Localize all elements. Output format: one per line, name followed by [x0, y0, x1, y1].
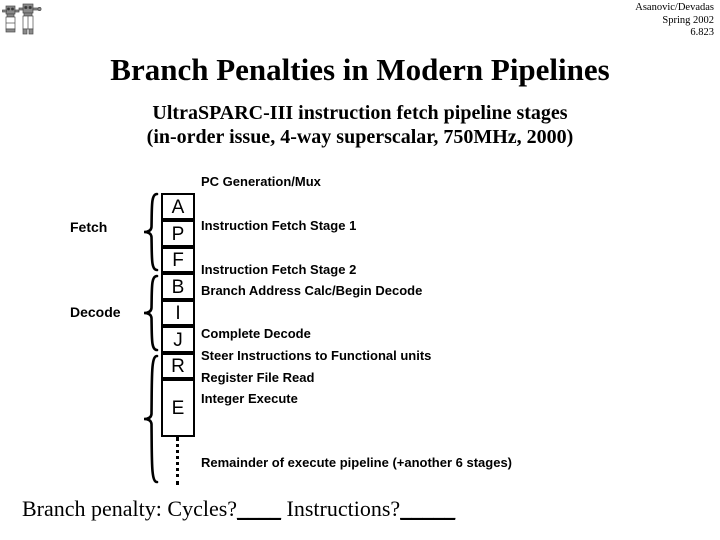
stage-description: Branch Address Calc/Begin Decode: [201, 283, 423, 298]
group-brace: [143, 274, 159, 352]
cycles-blank: ____: [237, 496, 282, 521]
pipeline-stage-letter: J: [173, 329, 183, 351]
stage-description: Instruction Fetch Stage 1: [201, 218, 357, 233]
page-subtitle: UltraSPARC-III instruction fetch pipelin…: [0, 101, 720, 149]
pipeline-group-label-fetch: Fetch: [70, 219, 108, 235]
stage-description: Complete Decode: [201, 326, 311, 341]
pipeline-stage-letter: R: [171, 356, 185, 377]
pipeline-stage-letter: B: [171, 276, 185, 298]
pipeline-stage-box-p: P: [161, 220, 195, 247]
pipeline-stage-letter: P: [171, 223, 185, 245]
two-robot-figures-icon: [2, 2, 42, 36]
group-brace: [143, 354, 159, 484]
pipeline-stage-letter: I: [175, 303, 181, 324]
pipeline-stage-box-i: I: [161, 300, 195, 326]
pipeline-group-label-decode: Decode: [70, 304, 121, 320]
stage-description: Integer Execute: [201, 391, 298, 406]
stage-description: Register File Read: [201, 370, 315, 385]
subtitle-line-2: (in-order issue, 4-way superscalar, 750M…: [146, 126, 574, 148]
instructions-blank: _____: [400, 496, 456, 521]
pipeline-stage-box-f: F: [161, 247, 195, 273]
subtitle-line-1: UltraSPARC-III instruction fetch pipelin…: [152, 102, 568, 124]
branch-penalty-middle: Instructions?: [281, 496, 401, 521]
pipeline-stage-box-b: B: [161, 273, 195, 300]
branch-penalty-question: Branch penalty: Cycles?____ Instructions…: [22, 496, 455, 522]
pipeline-stage-letter: A: [171, 196, 185, 218]
pipeline-stage-box-e: E: [161, 379, 195, 437]
stage-description: PC Generation/Mux: [201, 174, 321, 189]
group-brace: [143, 192, 159, 272]
stage-description: Instruction Fetch Stage 2: [201, 262, 357, 277]
header-term: Spring 2002: [662, 14, 714, 26]
pipeline-continuation-dotted-line: [176, 437, 179, 485]
page-title: Branch Penalties in Modern Pipelines: [110, 52, 610, 87]
pipeline-stage-letter: F: [172, 250, 184, 271]
remainder-of-pipeline-note: Remainder of execute pipeline (+another …: [201, 455, 513, 470]
pipeline-stage-box-a: A: [161, 193, 195, 220]
header-course-number: 6.823: [690, 27, 714, 38]
pipeline-stage-box-j: J: [161, 326, 195, 353]
stage-description: Steer Instructions to Functional units: [201, 348, 432, 363]
pipeline-stage-letter: E: [171, 398, 185, 419]
course-header: Asanovic/Devadas Spring 2002 6.823: [635, 2, 714, 40]
pipeline-stage-box-r: R: [161, 353, 195, 379]
branch-penalty-prefix: Branch penalty: Cycles?: [22, 496, 238, 521]
header-authors: Asanovic/Devadas: [635, 2, 714, 13]
